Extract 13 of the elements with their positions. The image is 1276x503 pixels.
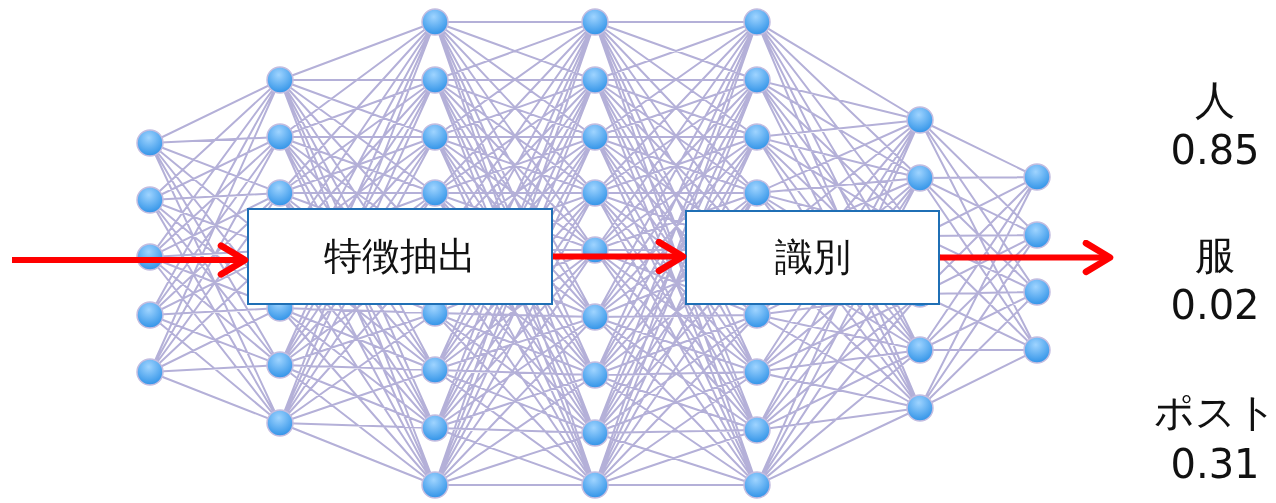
process-box: [685, 210, 940, 305]
process-box: [247, 208, 553, 305]
box-label: 特徴抽出: [324, 233, 476, 280]
class-label: 人: [1194, 78, 1236, 122]
probability-value: 0.85: [1169, 128, 1261, 172]
probability-value: 0.31: [1169, 442, 1261, 486]
arrow: [940, 239, 1114, 276]
arrow: [553, 238, 687, 275]
arrow: [12, 242, 249, 278]
box-label: 識別: [774, 234, 851, 281]
class-label: ポスト: [1152, 390, 1276, 434]
probability-value: 0.02: [1169, 283, 1261, 327]
class-label: 服: [1194, 233, 1236, 277]
